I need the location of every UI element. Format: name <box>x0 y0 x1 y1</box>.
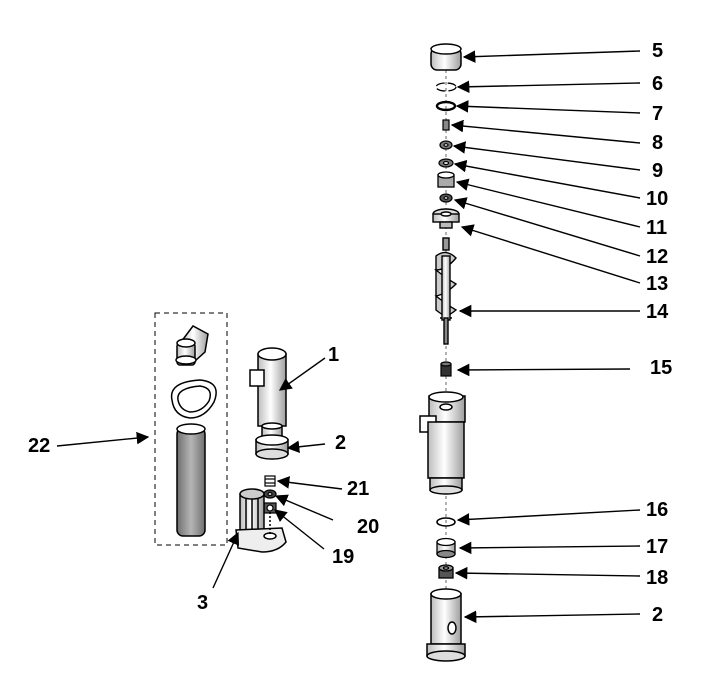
callout-1: 1 <box>328 344 339 366</box>
callout-14: 14 <box>646 301 669 323</box>
part-main-housing <box>419 391 466 495</box>
part-16-o-ring <box>436 517 456 527</box>
part-11-bushing <box>437 171 455 188</box>
leader-7 <box>455 100 641 114</box>
leader-6 <box>456 80 641 94</box>
part-22-elbow-cap <box>175 325 209 366</box>
callout-11: 11 <box>646 217 667 239</box>
part-3-motor-base <box>235 488 287 553</box>
part-5-cap <box>430 43 462 71</box>
leader-1 <box>278 357 326 391</box>
leader-2b <box>463 610 641 624</box>
part-2-ring-left <box>255 434 289 460</box>
callout-15: 15 <box>650 357 672 379</box>
part-8-pin <box>442 119 450 131</box>
part-22-filter-tube <box>176 423 206 537</box>
leader-8 <box>450 119 641 144</box>
leader-17 <box>458 541 641 555</box>
callout-17: 17 <box>646 536 668 558</box>
callout-8: 8 <box>652 132 663 154</box>
part-22-belt <box>170 379 217 419</box>
part-6-snap-ring <box>435 82 457 92</box>
callout-6: 6 <box>652 73 663 95</box>
part-19-nut <box>263 502 277 514</box>
callout-2-right: 2 <box>652 604 663 626</box>
part-9-washer <box>439 140 453 150</box>
leader-2a <box>286 440 326 454</box>
leader-19 <box>274 509 325 550</box>
leader-10 <box>453 159 641 199</box>
callout-2-left: 2 <box>335 432 346 454</box>
part-12-washer <box>439 193 453 203</box>
callout-10: 10 <box>646 188 668 210</box>
leader-5 <box>462 50 641 63</box>
callout-12: 12 <box>646 246 668 268</box>
leader-3 <box>212 531 240 589</box>
callout-22: 22 <box>28 435 50 457</box>
leader-9 <box>452 141 641 171</box>
callout-19: 19 <box>332 546 354 568</box>
leader-13 <box>460 224 641 284</box>
part-2-base-right <box>426 588 466 662</box>
part-13-flange <box>432 208 460 229</box>
leader-arrows <box>56 50 641 624</box>
callout-16: 16 <box>646 499 668 521</box>
callout-7: 7 <box>652 103 663 125</box>
callout-13: 13 <box>646 273 668 295</box>
part-20-washer <box>263 489 277 499</box>
part-15-nozzle <box>440 361 452 377</box>
callout-20: 20 <box>357 516 379 538</box>
leader-15 <box>456 363 631 377</box>
callout-9: 9 <box>652 160 663 182</box>
part-14-auger-shaft <box>434 237 458 345</box>
part-10-washer <box>438 158 454 168</box>
kit-22-dashed-box <box>154 312 228 546</box>
leader-20 <box>274 494 334 521</box>
callout-5: 5 <box>652 40 663 62</box>
leader-18 <box>454 566 641 580</box>
leader-11 <box>455 178 641 228</box>
leader-12 <box>453 197 641 257</box>
leader-16 <box>456 509 641 526</box>
callout-labels: 22 1 2 21 20 19 3 5 6 7 8 9 10 11 12 13 … <box>28 40 672 626</box>
part-18-bearing <box>438 564 454 579</box>
part-1-pump-body <box>249 347 287 441</box>
leader-21 <box>276 476 343 490</box>
part-17-seal <box>436 537 456 559</box>
leader-22 <box>56 431 150 447</box>
part-7-o-ring <box>435 100 457 112</box>
callout-18: 18 <box>646 567 668 589</box>
callout-3: 3 <box>197 592 208 614</box>
callout-21: 21 <box>347 478 369 500</box>
part-21-spring <box>264 475 276 487</box>
